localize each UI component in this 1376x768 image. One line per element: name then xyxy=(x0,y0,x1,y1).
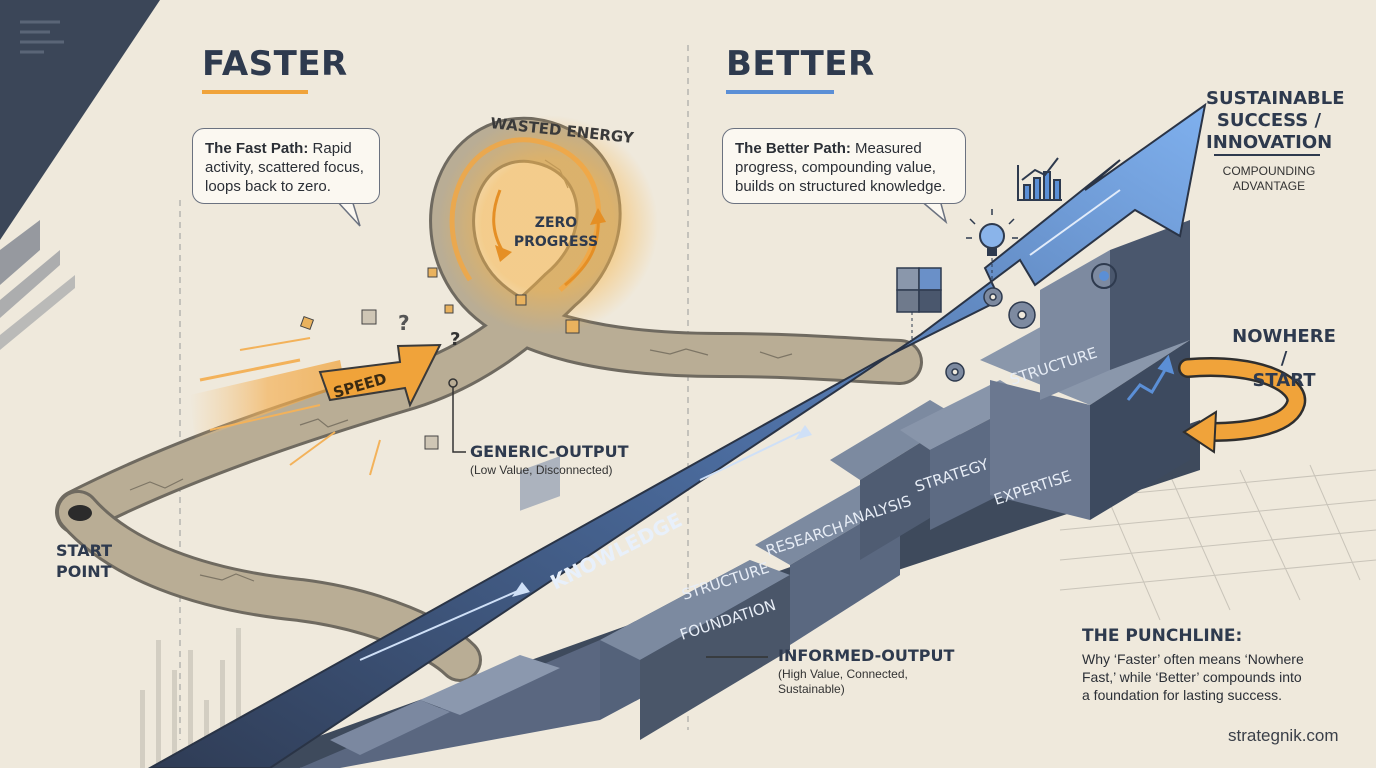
return-arrow xyxy=(1178,357,1307,454)
punchline: THE PUNCHLINE: Why ‘Faster’ often means … xyxy=(1082,626,1352,704)
background-grid xyxy=(1059,464,1376,621)
nowhere-label: NOWHERE / START xyxy=(1226,326,1342,392)
informed-output-sub1: (High Value, Connected, xyxy=(778,667,908,681)
brain-gear-icon xyxy=(1091,263,1117,289)
loop-outline xyxy=(449,137,602,292)
informed-output-label: INFORMED-OUTPUT (High Value, Connected, … xyxy=(778,646,954,697)
punchline-line1: Why ‘Faster’ often means ‘Nowhere xyxy=(1082,651,1304,667)
better-heading: BETTER xyxy=(726,44,875,84)
question-mark-icon: ? xyxy=(450,329,460,350)
speed-streaks xyxy=(190,337,381,476)
zero-progress-label: ZERO PROGRESS xyxy=(512,214,600,252)
generic-output-title: GENERIC-OUTPUT xyxy=(470,442,629,461)
corner-decoration xyxy=(0,0,160,350)
loop-arrowhead xyxy=(495,245,512,262)
speed-arrow xyxy=(318,343,442,408)
better-path-title: The Better Path: xyxy=(735,140,851,157)
zero-line: ZERO xyxy=(534,215,578,231)
progress-line: PROGRESS xyxy=(513,234,599,250)
puzzle-piece-icon xyxy=(896,267,942,340)
loop-glow xyxy=(438,115,658,335)
success-underline xyxy=(1214,154,1320,156)
generic-leader-line xyxy=(452,387,466,453)
start-point-marker xyxy=(68,505,92,521)
fast-path-bubble: The Fast Path: Rapid activity, scattered… xyxy=(192,128,380,204)
success-label: SUSTAINABLE SUCCESS / INNOVATION COMPOUN… xyxy=(1206,88,1345,194)
site-credit: strategnik.com xyxy=(1228,726,1339,745)
faster-heading: FASTER xyxy=(202,44,348,84)
better-path-text: Measured progress, compounding value, bu… xyxy=(735,140,946,195)
informed-output-title: INFORMED-OUTPUT xyxy=(778,646,955,665)
success-line1: SUSTAINABLE xyxy=(1206,88,1345,109)
punchline-line3: a foundation for lasting success. xyxy=(1082,687,1283,703)
better-path-bubble: The Better Path: Measured progress, comp… xyxy=(722,128,966,204)
nowhere-line1: NOWHERE / xyxy=(1232,326,1336,369)
loop-arrowhead xyxy=(590,208,606,225)
nowhere-line2: START xyxy=(1252,370,1316,391)
success-sub1: COMPOUNDING xyxy=(1222,164,1316,178)
light-bulb-icon xyxy=(966,209,1018,300)
punchline-body: Why ‘Faster’ often means ‘Nowhere Fast,’… xyxy=(1082,650,1352,704)
informed-output-sub2: Sustainable) xyxy=(778,682,845,696)
growth-chart-icon xyxy=(1126,354,1175,401)
point-line: POINT xyxy=(56,562,112,581)
faster-underline xyxy=(202,90,308,94)
success-line3: INNOVATION xyxy=(1206,132,1333,153)
start-line: START xyxy=(56,541,113,560)
start-point-label: START POINT xyxy=(56,540,112,582)
background-bars xyxy=(140,628,241,768)
gear-icon xyxy=(945,287,1036,382)
fast-path-title: The Fast Path: xyxy=(205,140,309,157)
success-line2: SUCCESS / xyxy=(1216,110,1322,131)
punchline-title: THE PUNCHLINE: xyxy=(1082,626,1243,646)
punchline-line2: Fast,’ while ‘Better’ compounds into xyxy=(1082,669,1302,685)
puzzle-staircase xyxy=(230,220,1200,768)
success-sub2: ADVANTAGE xyxy=(1232,179,1306,193)
better-underline xyxy=(726,90,834,94)
scattered-pieces xyxy=(299,267,580,450)
fast-path-text: Rapid activity, scattered focus, loops b… xyxy=(205,140,364,195)
bar-chart-icon xyxy=(1017,157,1062,201)
generic-output-sub: (Low Value, Disconnected) xyxy=(470,463,613,477)
generic-output-label: GENERIC-OUTPUT (Low Value, Disconnected) xyxy=(470,442,629,478)
question-mark-icon: ? xyxy=(398,311,410,335)
